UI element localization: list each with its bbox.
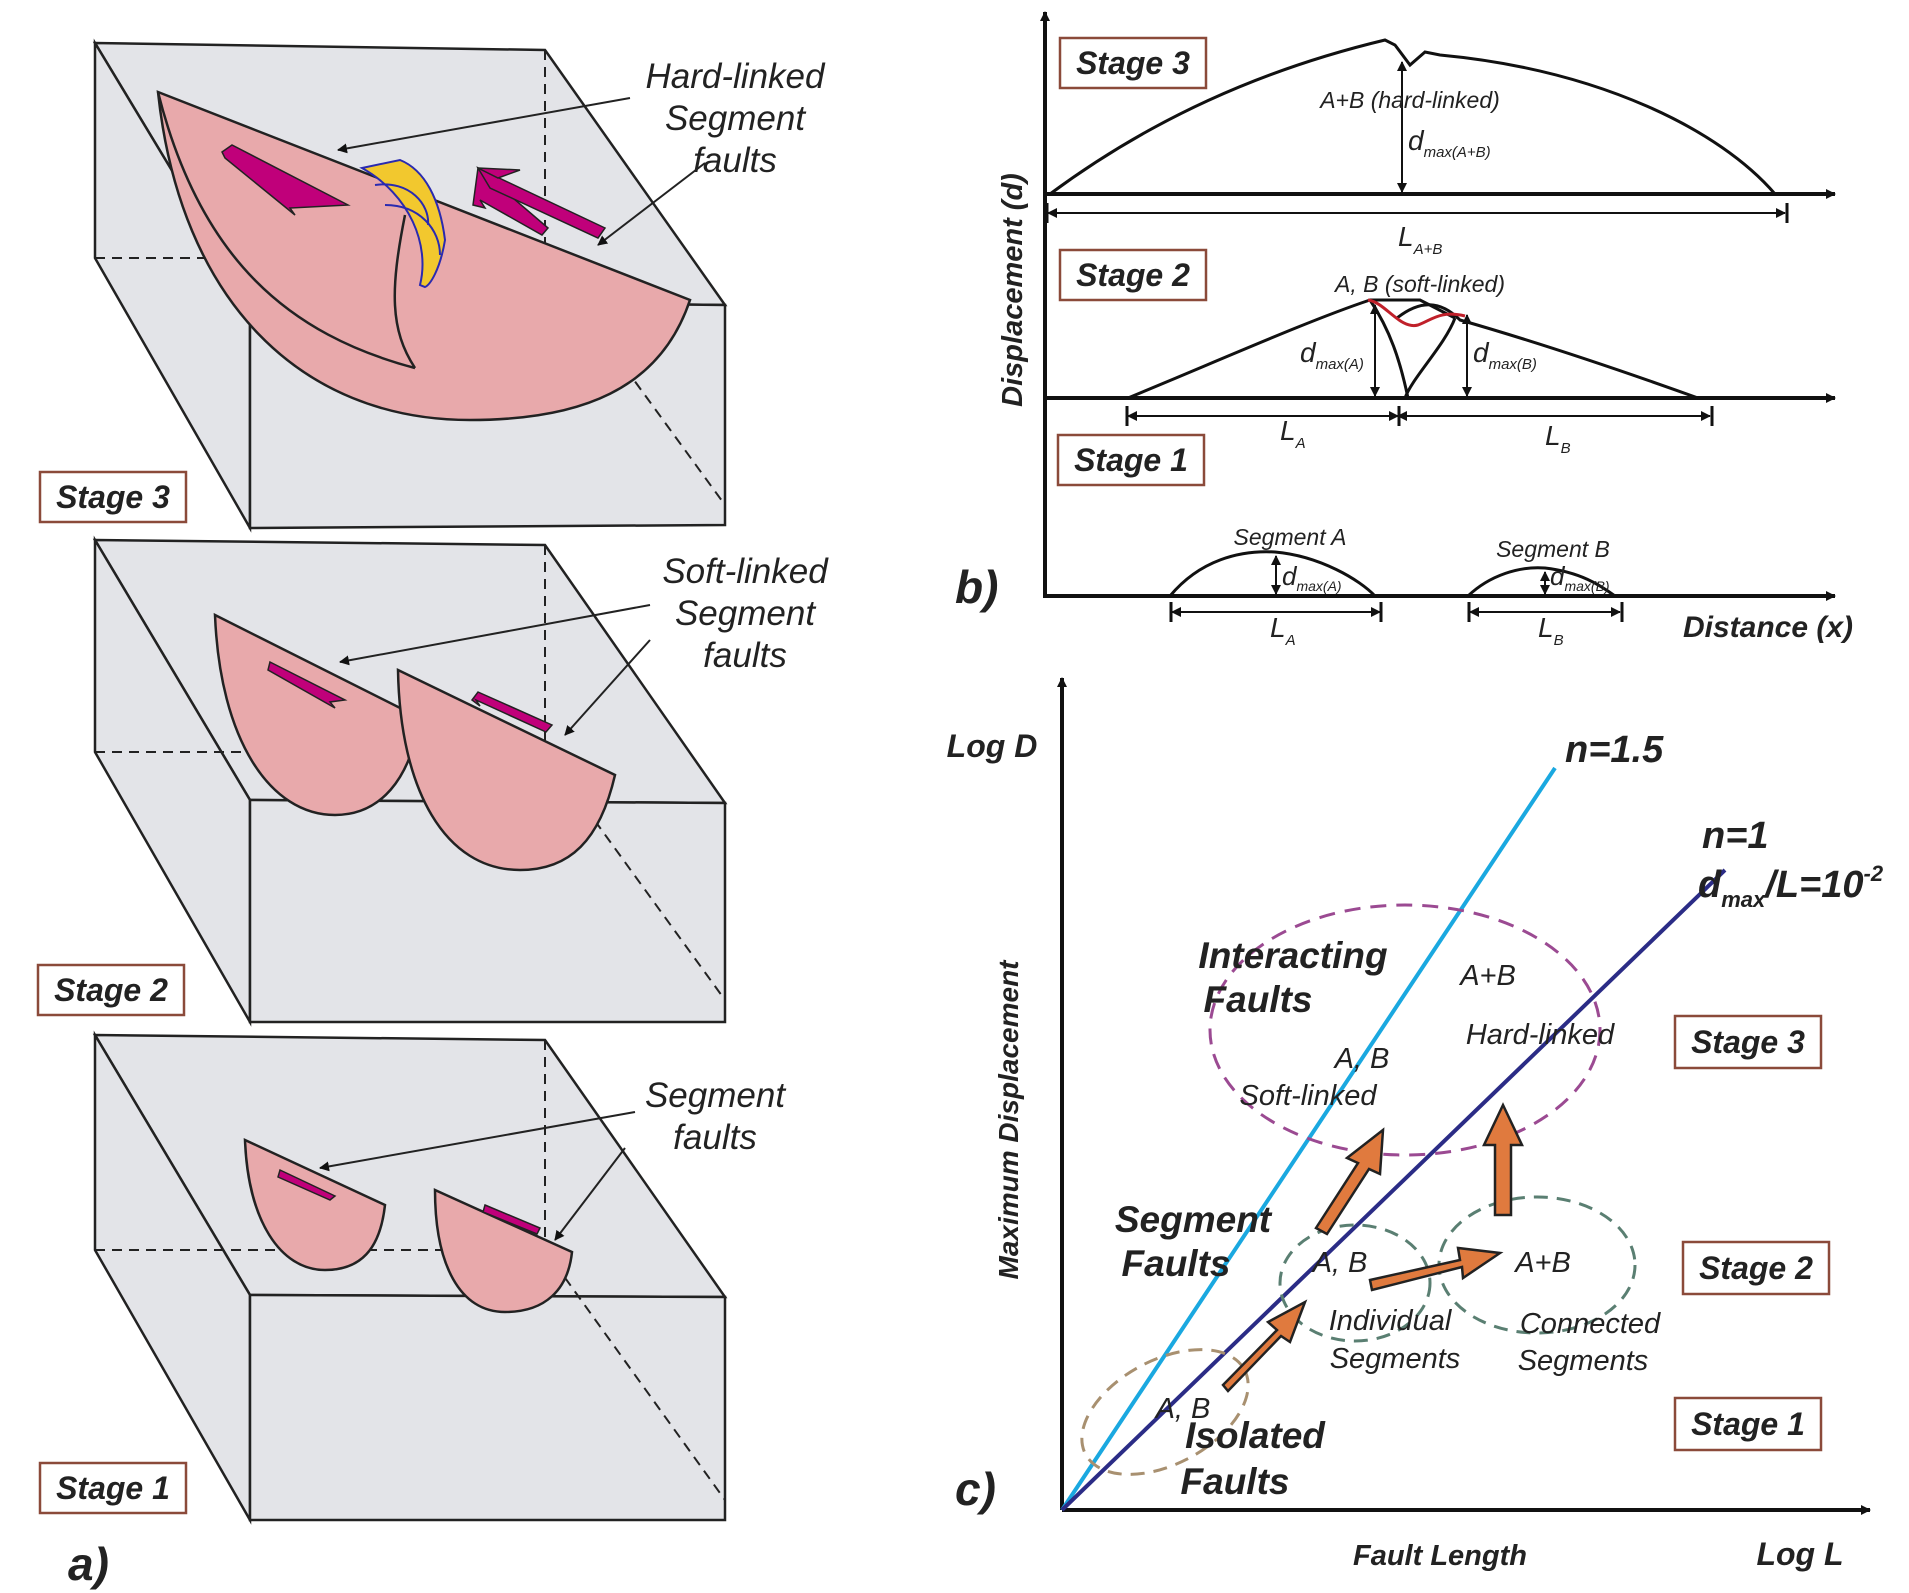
svg-text:Stage 1: Stage 1: [1074, 442, 1188, 478]
svg-text:Stage 1: Stage 1: [56, 1470, 170, 1506]
c-ab-iso: A, B: [1154, 1393, 1211, 1425]
c-log-d: Log D: [947, 728, 1038, 764]
caption-soft-linked-2: Segment: [675, 594, 816, 633]
b-stage3-dmax: dmax(A+B): [1408, 125, 1491, 161]
c-ab-hard: A+B: [1458, 960, 1516, 992]
c-segment-1: Segment: [1115, 1199, 1273, 1240]
c-ab-conn: A+B: [1513, 1247, 1571, 1279]
slip-arrow-icon: [221, 144, 351, 216]
profile-soft-linked: [1396, 303, 1699, 400]
b-stage1-LA: LA: [1270, 612, 1296, 649]
panel-b-letter: b): [955, 561, 998, 613]
caption-segment-2: faults: [673, 1118, 757, 1157]
panel-a-letter: a): [68, 1538, 109, 1590]
c-ab-soft: A, B: [1333, 1043, 1390, 1075]
b-stage3-L: LA+B: [1398, 221, 1442, 258]
svg-text:Stage 3: Stage 3: [56, 479, 170, 515]
arrow-icon: [1314, 1127, 1385, 1236]
profile-segment-a: [1168, 550, 1377, 598]
panel-c-letter: c): [955, 1463, 996, 1515]
b-segment-a: Segment A: [1234, 524, 1347, 550]
arrow-icon: [1221, 1299, 1308, 1393]
evolution-arrows: [1221, 1102, 1524, 1393]
b-x-axis-label: Distance (x): [1683, 611, 1853, 644]
badge-c-stage-3: Stage 3: [1673, 1014, 1823, 1070]
c-connected-2: Segments: [1518, 1345, 1649, 1377]
svg-text:Stage 3: Stage 3: [1076, 45, 1190, 81]
badge-c-stage-2: Stage 2: [1681, 1240, 1831, 1296]
ellipse-interacting: [1208, 903, 1602, 1157]
c-individual-2: Segments: [1330, 1343, 1461, 1375]
b-stage2-label: A, B (soft-linked): [1333, 271, 1505, 297]
c-isolated-1: Isolated: [1185, 1415, 1326, 1456]
fault-surface-a: [213, 612, 422, 817]
c-x-axis-label: Fault Length: [1353, 1540, 1527, 1572]
badge-a-stage-2: Stage 2: [36, 963, 186, 1017]
profile-hard-linked: [1049, 38, 1777, 196]
block-stage-1: [92, 1030, 728, 1525]
svg-text:Stage 2: Stage 2: [1699, 1250, 1813, 1286]
b-stage3-label: A+B (hard-linked): [1318, 87, 1500, 113]
panel-c: Log D Log L Fault Length Maximum Displac…: [947, 677, 1884, 1572]
svg-text:Stage 2: Stage 2: [54, 972, 168, 1008]
fault-surface-b: [396, 667, 617, 872]
slip-arrow-icon: [267, 660, 348, 709]
slip-arrow-icon: [470, 691, 554, 733]
profile-linkage-red: [1367, 298, 1466, 328]
svg-text:Stage 3: Stage 3: [1691, 1024, 1805, 1060]
caption-hard-linked-2: Segment: [665, 99, 806, 138]
b-stage2-dmaxB: dmax(B): [1473, 337, 1537, 373]
c-connected-1: Connected: [1520, 1308, 1661, 1340]
caption-soft-linked-3: faults: [703, 636, 787, 675]
profile-segment-b: [1466, 566, 1616, 598]
caption-hard-linked-1: Hard-linked: [646, 57, 826, 96]
panel-a: Hard-linked Segment faults Soft-linked S…: [36, 38, 829, 1590]
badge-b-stage-3: Stage 3: [1058, 36, 1208, 90]
fault-segment-b: [433, 1188, 574, 1314]
c-interacting-2: Faults: [1204, 979, 1313, 1020]
c-isolated-2: Faults: [1181, 1461, 1290, 1502]
badge-b-stage-1: Stage 1: [1056, 433, 1206, 487]
c-hard-linked: Hard-linked: [1466, 1019, 1615, 1051]
caption-soft-linked-1: Soft-linked: [662, 552, 829, 591]
ellipse-individual: [1278, 1223, 1432, 1343]
caption-hard-linked-3: faults: [693, 141, 777, 180]
c-soft-linked: Soft-linked: [1239, 1080, 1377, 1112]
b-stage1-LB: LB: [1538, 612, 1564, 649]
c-ratio: dmax/L=10-2: [1698, 861, 1884, 912]
b-stage2-LA: LA: [1280, 415, 1306, 452]
b-stage2-dmaxA: dmax(A): [1300, 337, 1364, 373]
badge-a-stage-1: Stage 1: [38, 1461, 188, 1515]
slip-arrow-icon: [482, 1203, 542, 1235]
panel-b: Displacement (d) A+B (hard-linked) dmax(…: [955, 11, 1853, 649]
badge-c-stage-1: Stage 1: [1673, 1396, 1823, 1452]
c-n15: n=1.5: [1565, 729, 1664, 771]
badge-a-stage-3: Stage 3: [38, 470, 188, 524]
relay-ramp: [359, 158, 447, 289]
b-segment-b: Segment B: [1496, 536, 1610, 562]
c-interacting-1: Interacting: [1198, 935, 1387, 976]
c-n1: n=1: [1702, 815, 1769, 857]
caption-segment-1: Segment: [645, 1076, 786, 1115]
arrow-icon: [1368, 1246, 1504, 1292]
b-stage2-LB: LB: [1545, 420, 1571, 457]
c-y-axis-label: Maximum Displacement: [993, 959, 1024, 1280]
c-ab-ind: A, B: [1311, 1247, 1368, 1279]
badge-b-stage-2: Stage 2: [1058, 248, 1208, 302]
line-n-1: [1060, 868, 1727, 1512]
c-segment-2: Faults: [1122, 1243, 1231, 1284]
c-log-l: Log L: [1756, 1536, 1843, 1572]
c-individual-1: Individual: [1329, 1305, 1453, 1337]
b-stage1-dmaxB: dmax(B): [1550, 561, 1610, 594]
svg-text:Stage 2: Stage 2: [1076, 257, 1190, 293]
arrow-icon: [1482, 1102, 1524, 1217]
b-stage1-dmaxA: dmax(A): [1282, 561, 1342, 594]
block-stage-2: [92, 535, 728, 1027]
b-y-axis-label: Displacement (d): [997, 173, 1029, 407]
block-stage-3: [92, 38, 728, 533]
slip-arrow-icon: [277, 1168, 337, 1201]
svg-text:Stage 1: Stage 1: [1691, 1406, 1805, 1442]
